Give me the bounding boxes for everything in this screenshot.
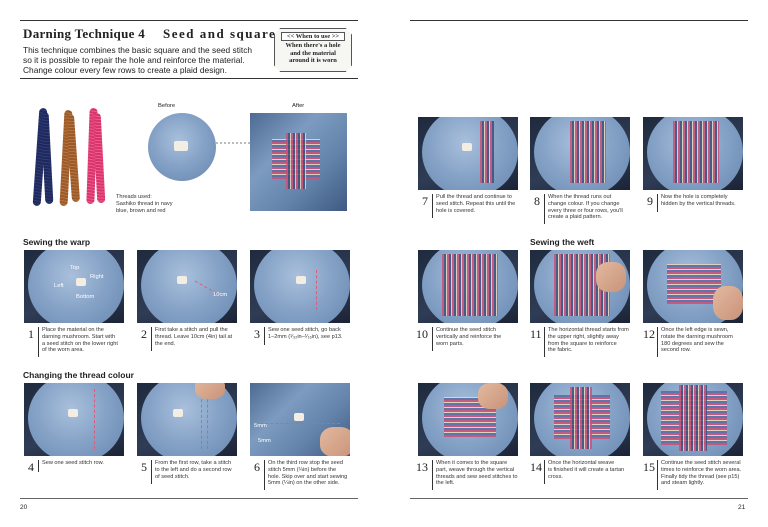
hand	[596, 262, 626, 292]
step-number: 9	[647, 194, 653, 208]
step-11-photo	[530, 250, 630, 323]
title-bottom-rule	[20, 78, 358, 79]
badge-line: and the material	[290, 49, 336, 57]
step-10-photo	[418, 250, 518, 323]
intro-line: This technique combines the basic square…	[23, 45, 253, 55]
step-caption: Sew one seed stitch row.	[42, 460, 104, 466]
hand	[713, 286, 743, 320]
label-5mm: 5mm	[258, 438, 271, 444]
intro-text: This technique combines the basic square…	[23, 45, 273, 75]
page-number-left: 20	[20, 504, 28, 511]
step-number: 10	[416, 327, 428, 341]
step-1-photo: Top Right Left Bottom	[24, 250, 124, 323]
worn-hole	[174, 141, 188, 151]
navy-thread-skein	[40, 111, 54, 205]
label-5mm: 5mm	[254, 423, 267, 429]
step-5-photo	[137, 383, 237, 456]
step-number: 4	[28, 460, 34, 474]
badge-line: around it is worn	[289, 57, 337, 64]
step-number: 12	[643, 327, 655, 341]
before-after-connector	[216, 142, 250, 144]
label-right: Right	[90, 274, 104, 280]
label-top: Top	[70, 265, 80, 271]
step-number: 1	[28, 327, 34, 341]
step-9-photo	[643, 117, 743, 190]
step-2-photo: 10cm	[137, 250, 237, 323]
section-heading-warp: Sewing the warp	[23, 237, 91, 247]
footer-rule-left	[20, 498, 358, 499]
technique-title: Darning Technique 4	[23, 26, 146, 41]
hand	[320, 427, 350, 456]
badge-line: When there's a hole	[285, 42, 341, 49]
label-10cm: 10cm	[213, 292, 228, 298]
step-number: 15	[643, 460, 655, 474]
step-12-photo	[643, 250, 743, 323]
step-number: 13	[416, 460, 428, 474]
step-15-photo	[643, 383, 743, 456]
hand	[478, 383, 508, 409]
step-7-photo	[418, 117, 518, 190]
before-label: Before	[158, 103, 176, 109]
before-image	[148, 113, 216, 181]
thread-skeins-image	[30, 107, 110, 208]
footer-rule-right	[410, 498, 748, 499]
intro-line: Change colour every few rows to create a…	[23, 65, 227, 75]
section-heading-colour: Changing the thread colour	[23, 370, 134, 380]
label-left: Left	[54, 283, 64, 289]
right-top-rule	[410, 20, 748, 21]
step-number: 14	[530, 460, 542, 474]
step-3-photo	[250, 250, 350, 323]
technique-subtitle: Seed and square	[163, 26, 277, 41]
step-number: 3	[254, 327, 260, 341]
badge-heading: << When to use >>	[281, 32, 345, 41]
step-13-photo	[418, 383, 518, 456]
step-number: 5	[141, 460, 147, 474]
step-14-photo	[530, 383, 630, 456]
step-number: 8	[534, 194, 540, 208]
step-number: 6	[254, 460, 260, 474]
hand	[195, 383, 225, 399]
plaid-patch	[286, 133, 306, 189]
step-8-photo	[530, 117, 630, 190]
step-6-photo: 5mm 5mm	[250, 383, 350, 456]
threads-caption: Threads used: Sashiko thread in navy blu…	[116, 194, 173, 214]
step-number: 11	[530, 327, 542, 341]
page-number-right: 21	[738, 504, 746, 511]
step-4-photo	[24, 383, 124, 456]
section-heading-weft: Sewing the weft	[530, 237, 595, 247]
after-image	[250, 113, 347, 211]
title-top-rule	[20, 20, 358, 21]
label-bottom: Bottom	[76, 294, 95, 300]
intro-line: so it is possible to repair the hole and…	[23, 55, 245, 65]
after-label: After	[292, 103, 305, 109]
step-number: 2	[141, 327, 147, 341]
page-title: Darning Technique 4 Seed and square	[23, 26, 276, 42]
step-number: 7	[422, 194, 428, 208]
step-caption: Once the left edge is sewn,rotate the da…	[661, 327, 733, 354]
when-to-use-badge: << When to use >> When there's a hole an…	[274, 28, 352, 72]
